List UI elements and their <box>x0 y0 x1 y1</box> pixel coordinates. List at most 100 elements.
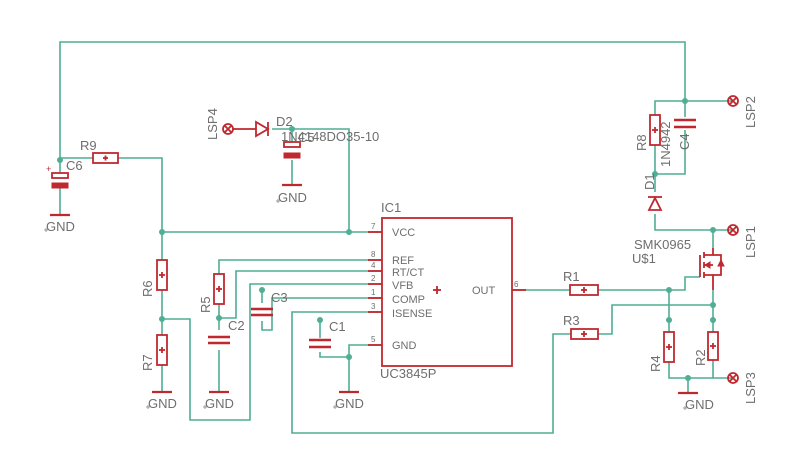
capacitor-c6[interactable]: + C6 <box>46 158 83 189</box>
junction <box>710 227 716 233</box>
ground-symbol-c6: GND <box>46 213 75 234</box>
capacitor-label: C2 <box>228 318 245 333</box>
resistor-r7[interactable]: R7 <box>140 334 168 371</box>
pad-cross <box>223 124 233 134</box>
resistor-r1[interactable]: R1 <box>563 269 599 296</box>
connector-lsp3[interactable]: LSP3 <box>727 372 758 404</box>
ic1-pin-number: 8 <box>371 250 376 259</box>
resistor-r2[interactable]: R2 <box>693 331 719 366</box>
junction <box>216 315 222 321</box>
junction <box>57 157 63 163</box>
capacitor-c1[interactable]: C1 <box>309 319 346 349</box>
resistor-label: R5 <box>198 296 213 313</box>
resistor-r3[interactable]: R3 <box>563 313 599 340</box>
junction <box>346 354 352 360</box>
resistor-label: R7 <box>140 354 155 371</box>
origin-markers <box>44 199 687 410</box>
diode-label: D1 <box>642 173 657 190</box>
wire-divider-vfb <box>162 283 382 421</box>
pad-cross <box>728 373 738 383</box>
junction <box>710 302 716 308</box>
junctions <box>57 98 716 381</box>
ground-symbol-c5: GND <box>278 183 307 205</box>
mosfet-source <box>704 274 714 290</box>
ground-symbol-r7: GND <box>148 390 177 411</box>
ic1-pin-number: 7 <box>371 222 376 231</box>
capacitor-c3[interactable]: C3 <box>251 290 288 317</box>
wires <box>59 41 732 434</box>
ground-label: GND <box>148 396 177 411</box>
junction <box>682 98 688 104</box>
junction <box>666 317 672 323</box>
wire-r9-right <box>118 157 163 232</box>
resistor-body <box>156 334 168 366</box>
diode-triangle <box>647 195 663 211</box>
connector-label: LSP2 <box>743 96 758 128</box>
pad-circle <box>727 224 739 236</box>
diode-label: D2 <box>276 114 293 129</box>
polarity-mark: + <box>46 164 51 174</box>
ic1-pin-name: VFB <box>392 280 413 292</box>
wire-gate-fet <box>669 276 700 291</box>
resistor-label: R3 <box>563 313 580 328</box>
ic1-pin-number: 3 <box>371 302 376 311</box>
connector-label: LSP3 <box>743 372 758 404</box>
ground-label: GND <box>278 190 307 205</box>
wire-d2-vcc <box>272 128 350 232</box>
mosfet-drain <box>704 248 714 256</box>
capacitor-label: C6 <box>66 158 83 173</box>
resistor-label: R2 <box>693 349 708 366</box>
resistor-label: R6 <box>140 280 155 297</box>
pad-circle <box>727 372 739 384</box>
ground-label: GND <box>46 219 75 234</box>
capacitor-c2[interactable]: C2 <box>208 318 245 345</box>
ground-label: GND <box>335 396 364 411</box>
wire-drain-d1 <box>654 214 713 231</box>
diode-d2[interactable]: D2 1N4148DO35-10 <box>236 114 379 144</box>
wire-top-loop <box>59 41 686 173</box>
ground-label: GND <box>685 397 714 412</box>
connector-lsp2[interactable]: LSP2 <box>727 95 758 128</box>
capacitor-label: C1 <box>329 319 346 334</box>
junction <box>159 229 165 235</box>
resistor-r6[interactable]: R6 <box>140 259 168 297</box>
capacitor-plate <box>51 172 69 179</box>
ic1-pin-number: 5 <box>371 335 376 344</box>
mosfet-u1[interactable]: SMK0965 U$1 <box>632 237 725 290</box>
diode-d1[interactable]: D1 1N4942 <box>642 121 673 211</box>
wire-r4-gnd <box>668 362 713 379</box>
ic1-pin-name: ISENSE <box>392 308 432 320</box>
ic1-uc3845p[interactable]: IC1 UC3845P 7 VCC 8 REF 4 RT/CT 2 VFB 1 … <box>368 200 526 381</box>
connector-label: LSP1 <box>743 226 758 258</box>
junction <box>652 171 658 177</box>
resistor-r5[interactable]: R5 <box>198 273 225 313</box>
pad-cross <box>728 96 738 106</box>
resistor-label: R9 <box>80 138 97 153</box>
resistor-body <box>707 331 719 361</box>
wire-c1-bot <box>319 352 349 358</box>
pad-cross <box>728 225 738 235</box>
ic1-body <box>381 217 513 367</box>
connector-lsp1[interactable]: LSP1 <box>727 224 758 258</box>
mosfet-arrow <box>704 261 711 269</box>
wire-r8-top <box>654 100 732 115</box>
wire-isense <box>291 311 571 434</box>
connector-lsp4[interactable]: LSP4 <box>205 108 236 140</box>
resistor-r9[interactable]: R9 <box>80 138 119 164</box>
junction <box>685 375 691 381</box>
mosfet-ref-label: U$1 <box>632 251 656 266</box>
capacitor-c4[interactable]: C4 <box>674 118 696 150</box>
resistor-r4[interactable]: R4 <box>648 331 675 372</box>
wire-c4-bot <box>655 130 686 175</box>
ic1-pin-number: 6 <box>514 280 519 289</box>
wire-r3-source <box>598 304 713 335</box>
wire-r2-bot <box>712 360 732 379</box>
resistor-r8[interactable]: R8 <box>634 114 661 151</box>
ground-symbol-r4: GND <box>678 391 714 412</box>
ic1-pin-name: VCC <box>392 227 415 239</box>
ic1-value-label: UC3845P <box>380 366 436 381</box>
junction <box>710 317 716 323</box>
capacitor-label: C3 <box>271 290 288 305</box>
capacitor-c5[interactable]: C5 <box>283 130 315 159</box>
